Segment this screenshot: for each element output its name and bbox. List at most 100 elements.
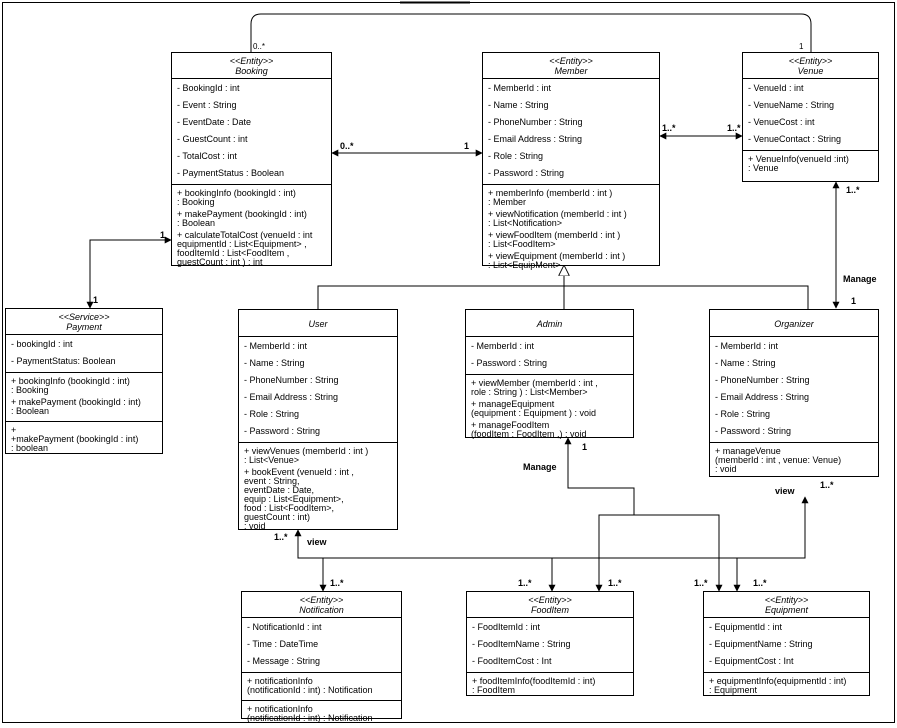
booking-attr: - GuestCount : int [177, 134, 248, 144]
payment-op: + +makePayment (bookingId : int) : boole… [11, 425, 139, 453]
notification-op: + notificationInfo (notificationId : int… [247, 704, 373, 723]
multiplicity-label: 1 [464, 141, 470, 151]
payment-extra-operations: + +makePayment (bookingId : int) : boole… [6, 422, 162, 458]
booking-op: + calculateTotalCost (venueId : int equi… [177, 230, 313, 267]
notification-attr: - Message : String [247, 656, 321, 666]
organizer-attr: - PhoneNumber : String [715, 375, 810, 385]
member-attributes: - MemberId : int - Name : String - Phone… [483, 79, 659, 185]
member-operations: + memberInfo (memberId : int ) : Member … [483, 185, 659, 275]
notification-header: <<Entity>> Notification [242, 592, 401, 618]
multiplicity-label: 1..* [608, 578, 622, 588]
multiplicity-label: 1 [582, 442, 588, 452]
notification-attr: - NotificationId : int [247, 622, 322, 632]
organizer-class: Organizer - MemberId : int - Name : Stri… [709, 309, 879, 477]
booking-op: + makePayment (bookingId : int) : Boolea… [177, 209, 307, 228]
equipment-class: <<Entity>> Equipment - EquipmentId : int… [703, 591, 870, 696]
member-attr: - Role : String [488, 151, 544, 161]
member-name: Member [554, 66, 588, 76]
notification-op: + notificationInfo (notificationId : int… [247, 676, 373, 695]
booking-attr: - EventDate : Date [177, 117, 252, 127]
equipment-attr: - EquipmentCost : Int [709, 656, 794, 666]
multiplicity-label: 1..* [846, 185, 860, 195]
user-attr: - Role : String [244, 409, 300, 419]
multiplicity-label: 0..* [340, 141, 354, 151]
user-attr: - MemberId : int [244, 341, 308, 351]
booking-attr: - Event : String [177, 100, 237, 110]
multiplicity-label: 1..* [753, 578, 767, 588]
payment-op: + bookingInfo (bookingId : int) : Bookin… [11, 376, 130, 395]
fooditem-name: FoodItem [530, 605, 570, 615]
fooditem-attr: - FoodItemId : int [472, 622, 541, 632]
user-name: User [308, 319, 328, 329]
relationship-label: Manage [843, 274, 877, 284]
multiplicity-label: 1 [851, 296, 857, 306]
booking-payment-association [86, 236, 172, 309]
equipment-header: <<Entity>> Equipment [704, 592, 869, 618]
member-header: <<Entity>> Member [483, 53, 659, 79]
organizer-attr: - MemberId : int [715, 341, 779, 351]
user-attributes: - MemberId : int - Name : String - Phone… [239, 337, 397, 443]
member-op: + viewFoodItem (memberId : int ) : List<… [488, 230, 621, 249]
admin-op: + manageFoodItem (foodItem : FoodItem ,)… [471, 420, 587, 439]
booking-operations: + bookingInfo (bookingId : int) : Bookin… [172, 185, 331, 272]
venue-operations: + VenueInfo(venueId :int) : Venue [743, 151, 878, 178]
payment-attributes: - bookingId : int - PaymentStatus: Boole… [6, 335, 162, 373]
multiplicity-label: 1 [160, 230, 166, 240]
relationship-label: view [307, 537, 327, 547]
user-header: User [239, 310, 397, 337]
organizer-header: Organizer [710, 310, 878, 337]
notification-name: Notification [299, 605, 344, 615]
booking-attr: - PaymentStatus : Boolean [177, 168, 285, 178]
organizer-attr: - Role : String [715, 409, 771, 419]
payment-class: <<Service>> Payment - bookingId : int - … [5, 308, 163, 454]
multiplicity-label: 1..* [727, 123, 741, 133]
fooditem-operations: + foodItemInfo(foodItemId : int) : FoodI… [467, 673, 633, 700]
notification-attributes: - NotificationId : int - Time : DateTime… [242, 618, 401, 673]
venue-stereotype: <<Entity>> [788, 56, 833, 66]
payment-attr: - PaymentStatus: Boolean [11, 356, 116, 366]
admin-op: + manageEquipment (equipment : Equipment… [471, 399, 597, 418]
user-attr: - Name : String [244, 358, 305, 368]
member-class: <<Entity>> Member - MemberId : int - Nam… [482, 52, 660, 270]
relationship-label: view [775, 486, 795, 496]
venue-header: <<Entity>> Venue [743, 53, 878, 79]
equipment-name: Equipment [764, 605, 809, 615]
multiplicity-label: 1..* [694, 578, 708, 588]
member-op: + viewNotification (memberId : int ) : L… [488, 209, 627, 228]
payment-stereotype: <<Service>> [58, 312, 110, 322]
member-stereotype: <<Entity>> [549, 56, 593, 66]
booking-attr: - TotalCost : int [177, 151, 237, 161]
admin-name: Admin [536, 319, 563, 329]
admin-header: Admin [466, 310, 633, 337]
equipment-operations: + equipmentInfo(equipmentId : int) : Equ… [704, 673, 869, 700]
organizer-op: + manageVenue (memberId : int , venue: V… [715, 446, 842, 474]
venue-class: <<Entity>> Venue - VenueId : int - Venue… [742, 52, 879, 182]
fooditem-attributes: - FoodItemId : int - FoodItemName : Stri… [467, 618, 633, 673]
equipment-attributes: - EquipmentId : int - EquipmentName : St… [704, 618, 869, 673]
user-attr: - PhoneNumber : String [244, 375, 339, 385]
user-attr: - Password : String [244, 426, 321, 436]
booking-class: <<Entity>> Booking - BookingId : int - E… [171, 52, 332, 267]
admin-class: Admin - MemberId : int - Password : Stri… [465, 309, 634, 439]
fooditem-attr: - FoodItemCost : Int [472, 656, 552, 666]
member-attr: - Name : String [488, 100, 549, 110]
venue-attr: - VenueName : String [748, 100, 835, 110]
member-attr: - Email Address : String [488, 134, 583, 144]
generalization-lines [317, 285, 809, 309]
fooditem-stereotype: <<Entity>> [528, 595, 572, 605]
booking-stereotype: <<Entity>> [229, 56, 274, 66]
payment-name: Payment [66, 322, 102, 332]
fooditem-class: <<Entity>> FoodItem - FoodItemId : int -… [466, 591, 634, 696]
equipment-attr: - EquipmentId : int [709, 622, 783, 632]
multiplicity-label: 0..* [253, 42, 266, 51]
notification-operations: + notificationInfo (notificationId : int… [242, 673, 401, 701]
admin-operations: + viewMember (memberId : int , role : St… [466, 375, 633, 444]
user-class: User - MemberId : int - Name : String - … [238, 309, 398, 531]
organizer-operations: + manageVenue (memberId : int , venue: V… [710, 443, 878, 479]
notification-extra-operations: + notificationInfo (notificationId : int… [242, 701, 401, 728]
member-op: + memberInfo (memberId : int ) : Member [488, 188, 613, 207]
equipment-stereotype: <<Entity>> [764, 595, 809, 605]
equipment-op: + equipmentInfo(equipmentId : int) : Equ… [709, 676, 847, 695]
organizer-attr: - Password : String [715, 426, 792, 436]
